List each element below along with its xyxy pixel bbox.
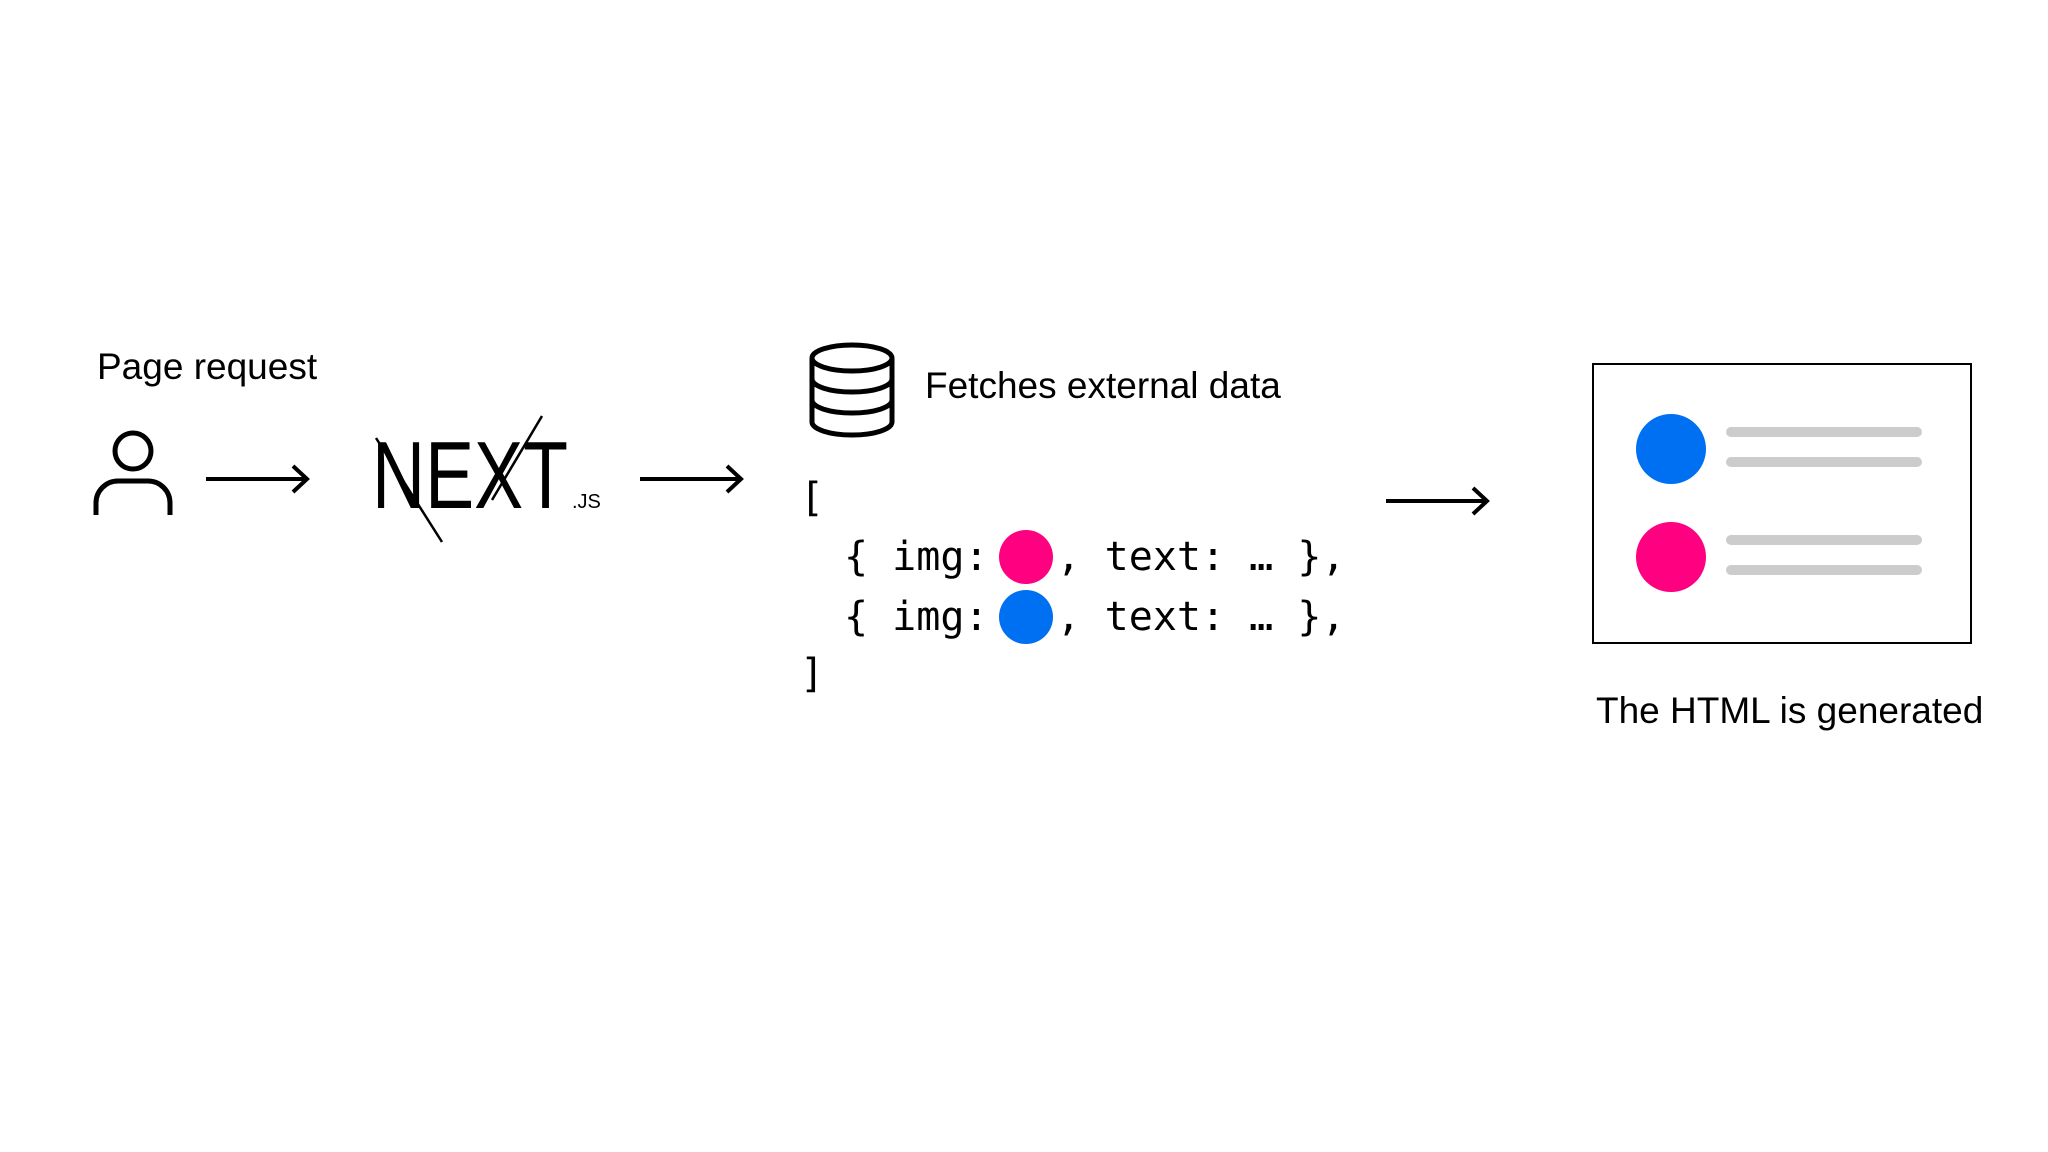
code-row-prefix: { img: bbox=[844, 534, 989, 580]
user-icon bbox=[93, 430, 173, 515]
preview-text-line bbox=[1726, 457, 1922, 467]
arrow-right-icon bbox=[206, 464, 310, 494]
nextjs-logo-text: NEXT bbox=[372, 422, 568, 529]
nextjs-logo-suffix: .JS bbox=[572, 491, 601, 513]
code-row: { img: , text: … }, bbox=[844, 530, 1345, 584]
page-request-label: Page request bbox=[97, 346, 318, 387]
preview-image-dot bbox=[1636, 522, 1706, 592]
code-close-bracket: ] bbox=[800, 651, 825, 697]
generated-page-preview bbox=[1592, 363, 1972, 644]
code-open-bracket: [ bbox=[800, 475, 825, 521]
image-placeholder-dot bbox=[998, 590, 1053, 644]
database-icon bbox=[809, 342, 895, 438]
code-row-suffix: , text: … }, bbox=[1056, 534, 1346, 580]
nextjs-logo: NEXT .JS bbox=[372, 415, 601, 543]
arrow-right-icon bbox=[1386, 486, 1490, 516]
preview-text-line bbox=[1726, 565, 1922, 575]
code-row-suffix: , text: … }, bbox=[1056, 594, 1346, 640]
arrow-right-icon bbox=[640, 464, 744, 494]
html-generated-label: The HTML is generated bbox=[1596, 690, 1984, 731]
preview-text-line bbox=[1726, 427, 1922, 437]
preview-image-dot bbox=[1636, 414, 1706, 484]
image-placeholder-dot bbox=[998, 530, 1053, 584]
preview-text-line bbox=[1726, 535, 1922, 545]
code-row-prefix: { img: bbox=[844, 594, 989, 640]
fetches-external-data-label: Fetches external data bbox=[925, 365, 1281, 406]
code-row: { img: , text: … }, bbox=[844, 590, 1345, 644]
